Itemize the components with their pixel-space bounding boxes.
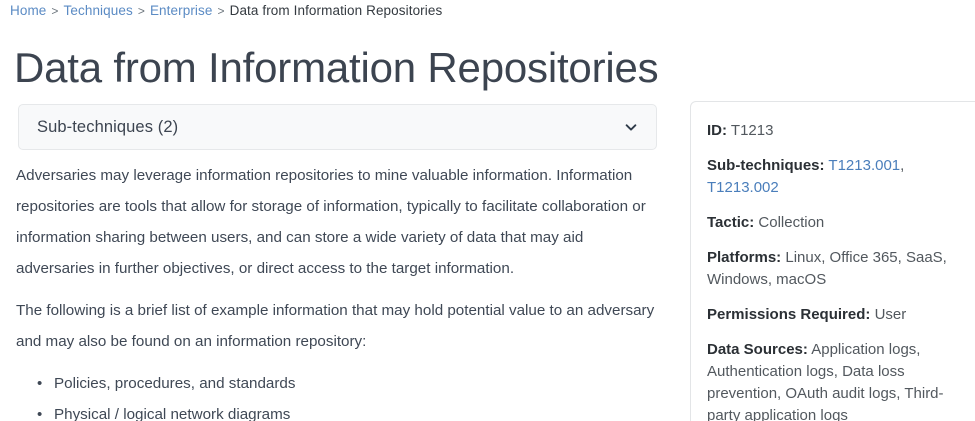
breadcrumb-item-enterprise[interactable]: Enterprise (149, 3, 213, 18)
chevron-down-icon[interactable] (624, 120, 638, 134)
breadcrumb-separator: > (217, 4, 225, 18)
subtechniques-toggle-label: Sub-techniques (2) (37, 117, 179, 136)
list-item: Physical / logical network diagrams (37, 399, 658, 421)
breadcrumb-separator: > (137, 4, 145, 18)
technique-info-card: ID: T1213 Sub-techniques: T1213.001, T12… (690, 101, 975, 421)
info-label-platforms: Platforms: (707, 249, 782, 266)
subtechnique-link-001[interactable]: T1213.001 (828, 157, 901, 174)
subtechniques-toggle[interactable]: Sub-techniques (2) (18, 104, 657, 150)
example-information-list: Policies, procedures, and standards Phys… (16, 368, 658, 421)
description-paragraph-1: Adversaries may leverage information rep… (16, 167, 646, 277)
breadcrumb-separator: > (51, 4, 59, 18)
description-paragraph-2: The following is a brief list of example… (16, 302, 655, 350)
info-value-platforms: Linux, Office 365, SaaS, Windows, macOS (707, 249, 947, 288)
breadcrumb-item-techniques[interactable]: Techniques (63, 3, 133, 18)
page-title: Data from Information Repositories (14, 44, 659, 91)
info-value-subtechniques: T1213.001, T1213.002 (707, 157, 904, 196)
main-content-column: Data from Information Repositories Sub-t… (0, 0, 672, 421)
info-row-platforms: Platforms: Linux, Office 365, SaaS, Wind… (707, 247, 973, 291)
info-value-permissions-required: User (874, 306, 907, 323)
list-item: Policies, procedures, and standards (37, 368, 658, 399)
info-label-id: ID: (707, 122, 727, 139)
technique-description: Adversaries may leverage information rep… (16, 160, 658, 421)
info-row-tactic: Tactic: Collection (707, 212, 973, 234)
info-label-tactic: Tactic: (707, 214, 755, 231)
info-value-id: T1213 (730, 122, 774, 139)
breadcrumb-item-home[interactable]: Home (10, 3, 47, 18)
info-row-permissions-required: Permissions Required: User (707, 304, 973, 326)
subtechnique-link-separator: , (900, 157, 905, 174)
info-row-data-sources: Data Sources: Application logs, Authenti… (707, 339, 973, 421)
info-label-subtechniques: Sub-techniques: (707, 157, 825, 174)
breadcrumb: Home > Techniques > Enterprise > Data from Inf… (10, 2, 442, 20)
info-label-permissions-required: Permissions Required: (707, 306, 871, 323)
info-value-data-sources: Application logs, Authentication logs, D… (707, 341, 944, 421)
info-row-id: ID: T1213 (707, 120, 973, 142)
subtechnique-link-002[interactable]: T1213.002 (707, 179, 779, 196)
info-label-data-sources: Data Sources: (707, 341, 808, 358)
info-row-subtechniques: Sub-techniques: T1213.001, T1213.002 (707, 155, 973, 199)
info-value-tactic: Collection (758, 214, 825, 231)
breadcrumb-item-current: Data from Information Repositories (229, 3, 443, 18)
